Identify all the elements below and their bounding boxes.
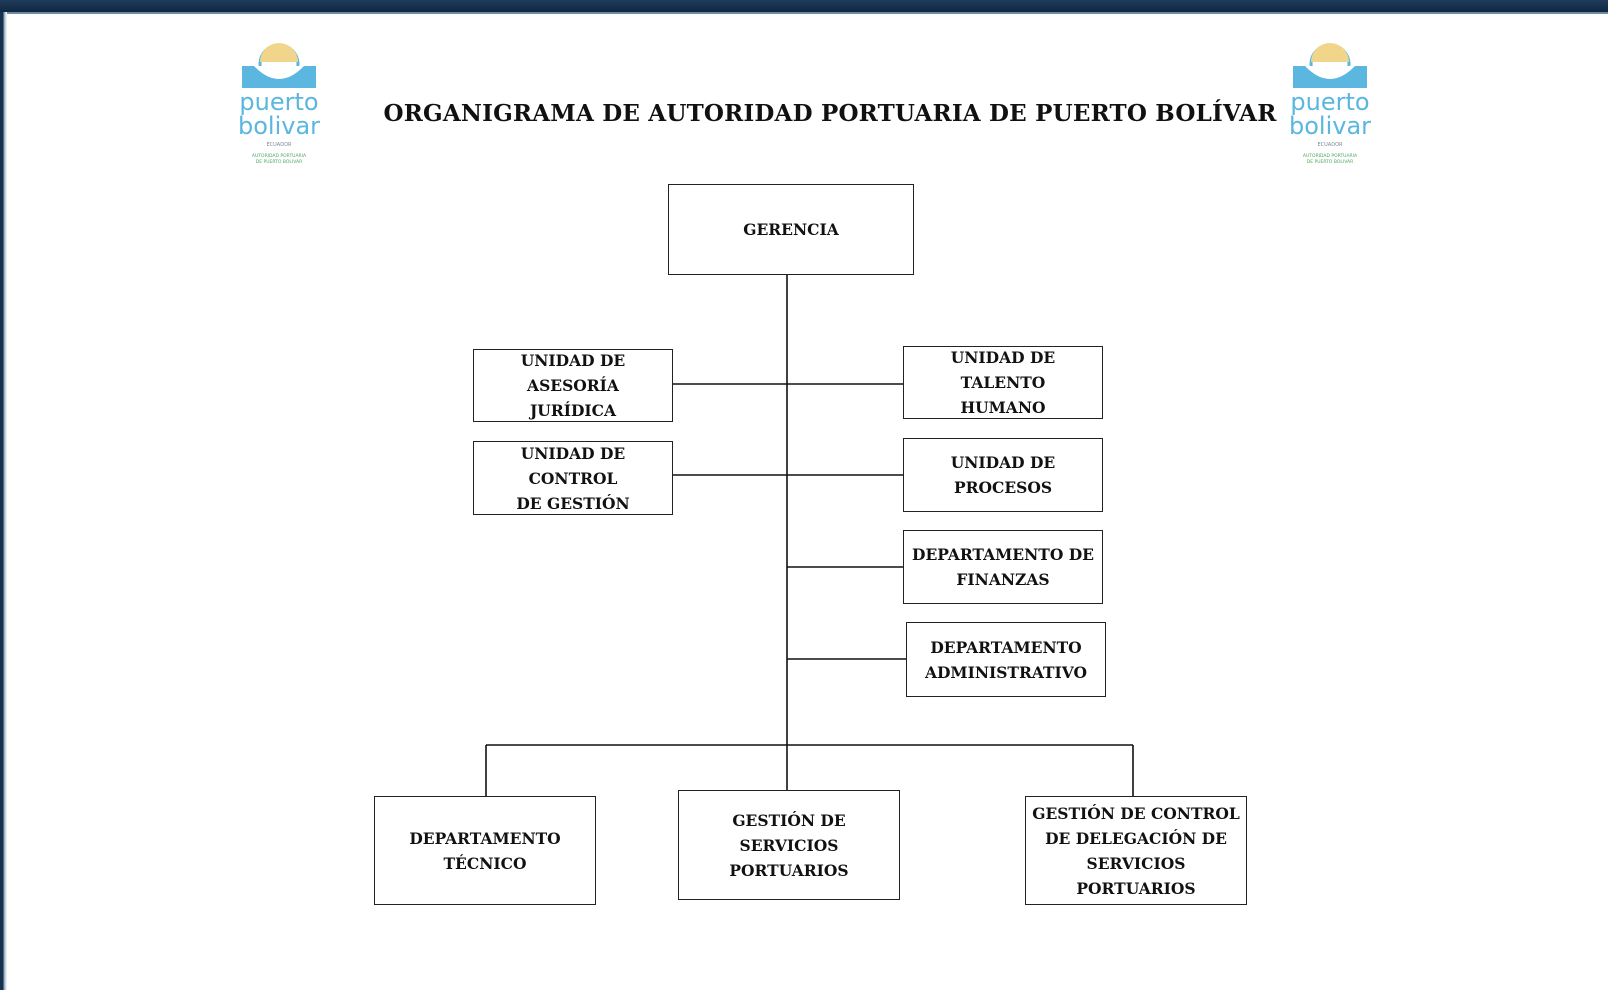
svg-text:ECUADOR: ECUADOR <box>267 142 293 148</box>
node-gestion-servicios-portuarios: GESTIÓN DE SERVICIOS PORTUARIOS <box>678 790 900 900</box>
window-top-border <box>0 0 1608 14</box>
node-unidad-asesoria-juridica: UNIDAD DE ASESORÍA JURÍDICA <box>473 349 673 422</box>
window-left-border <box>0 12 7 990</box>
node-departamento-finanzas: DEPARTAMENTO DE FINANZAS <box>903 530 1103 604</box>
node-departamento-administrativo: DEPARTAMENTO ADMINISTRATIVO <box>906 622 1106 697</box>
puerto-bolivar-logo-left: puerto bolivar ECUADOR AUTORIDAD PORTUAR… <box>224 40 334 170</box>
svg-text:bolivar: bolivar <box>238 112 320 140</box>
node-unidad-procesos: UNIDAD DE PROCESOS <box>903 438 1103 512</box>
svg-text:DE PUERTO BOLIVAR: DE PUERTO BOLIVAR <box>1307 159 1354 165</box>
svg-text:AUTORIDAD PORTUARIA: AUTORIDAD PORTUARIA <box>252 153 307 159</box>
node-gestion-control-delegacion: GESTIÓN DE CONTROL DE DELEGACIÓN DE SERV… <box>1025 796 1247 905</box>
page-title: ORGANIGRAMA DE AUTORIDAD PORTUARIA DE PU… <box>383 100 1277 127</box>
svg-text:AUTORIDAD PORTUARIA: AUTORIDAD PORTUARIA <box>1303 153 1358 159</box>
node-unidad-talento-humano: UNIDAD DE TALENTO HUMANO <box>903 346 1103 419</box>
svg-text:DE PUERTO BOLIVAR: DE PUERTO BOLIVAR <box>256 159 303 165</box>
svg-text:bolivar: bolivar <box>1289 112 1371 140</box>
node-gerencia: GERENCIA <box>668 184 914 275</box>
svg-text:puerto: puerto <box>239 88 318 116</box>
svg-text:ECUADOR: ECUADOR <box>1318 142 1344 148</box>
logo-icon: puerto bolivar ECUADOR AUTORIDAD PORTUAR… <box>1289 43 1371 165</box>
node-unidad-control-gestion: UNIDAD DE CONTROL DE GESTIÓN <box>473 441 673 515</box>
svg-text:puerto: puerto <box>1290 88 1369 116</box>
puerto-bolivar-logo-right: puerto bolivar ECUADOR AUTORIDAD PORTUAR… <box>1275 40 1385 170</box>
node-departamento-tecnico: DEPARTAMENTO TÉCNICO <box>374 796 596 905</box>
logo-icon: puerto bolivar ECUADOR AUTORIDAD PORTUAR… <box>238 43 320 165</box>
